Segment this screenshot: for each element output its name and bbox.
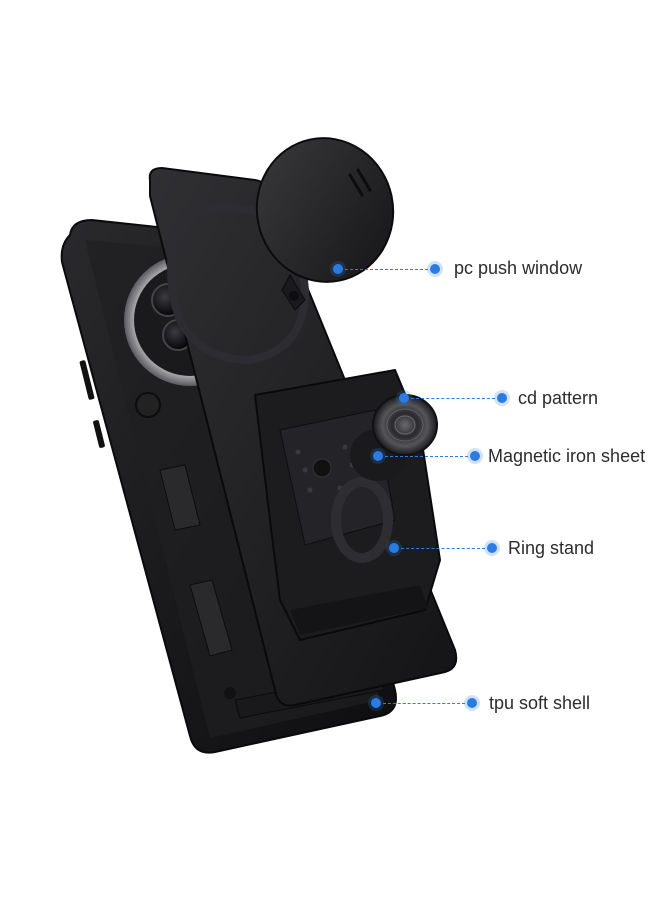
callout-leader-line	[383, 703, 465, 704]
callout-dot	[399, 393, 409, 403]
callout-label: cd pattern	[518, 388, 599, 408]
callout-leader-line	[385, 456, 468, 457]
callout-leader-line	[401, 548, 485, 549]
callout-dot	[333, 264, 343, 274]
callout-dot	[389, 543, 399, 553]
callout-leader-line	[411, 398, 495, 399]
callout-dot	[430, 264, 440, 274]
pc-push-window	[255, 137, 395, 311]
callout-dot	[497, 393, 507, 403]
callout-dot	[470, 451, 480, 461]
callout-dot	[371, 698, 381, 708]
callout-dot	[467, 698, 477, 708]
callout-label: Ring stand	[508, 538, 595, 558]
callout-dot	[373, 451, 383, 461]
callout-dot	[487, 543, 497, 553]
callout-label: Magnetic iron sheet	[488, 446, 646, 466]
callout-leader-line	[345, 269, 428, 270]
callout-label: tpu soft shell	[489, 693, 591, 713]
grip-pad	[159, 464, 233, 657]
callout-label: pc push window	[454, 258, 583, 278]
